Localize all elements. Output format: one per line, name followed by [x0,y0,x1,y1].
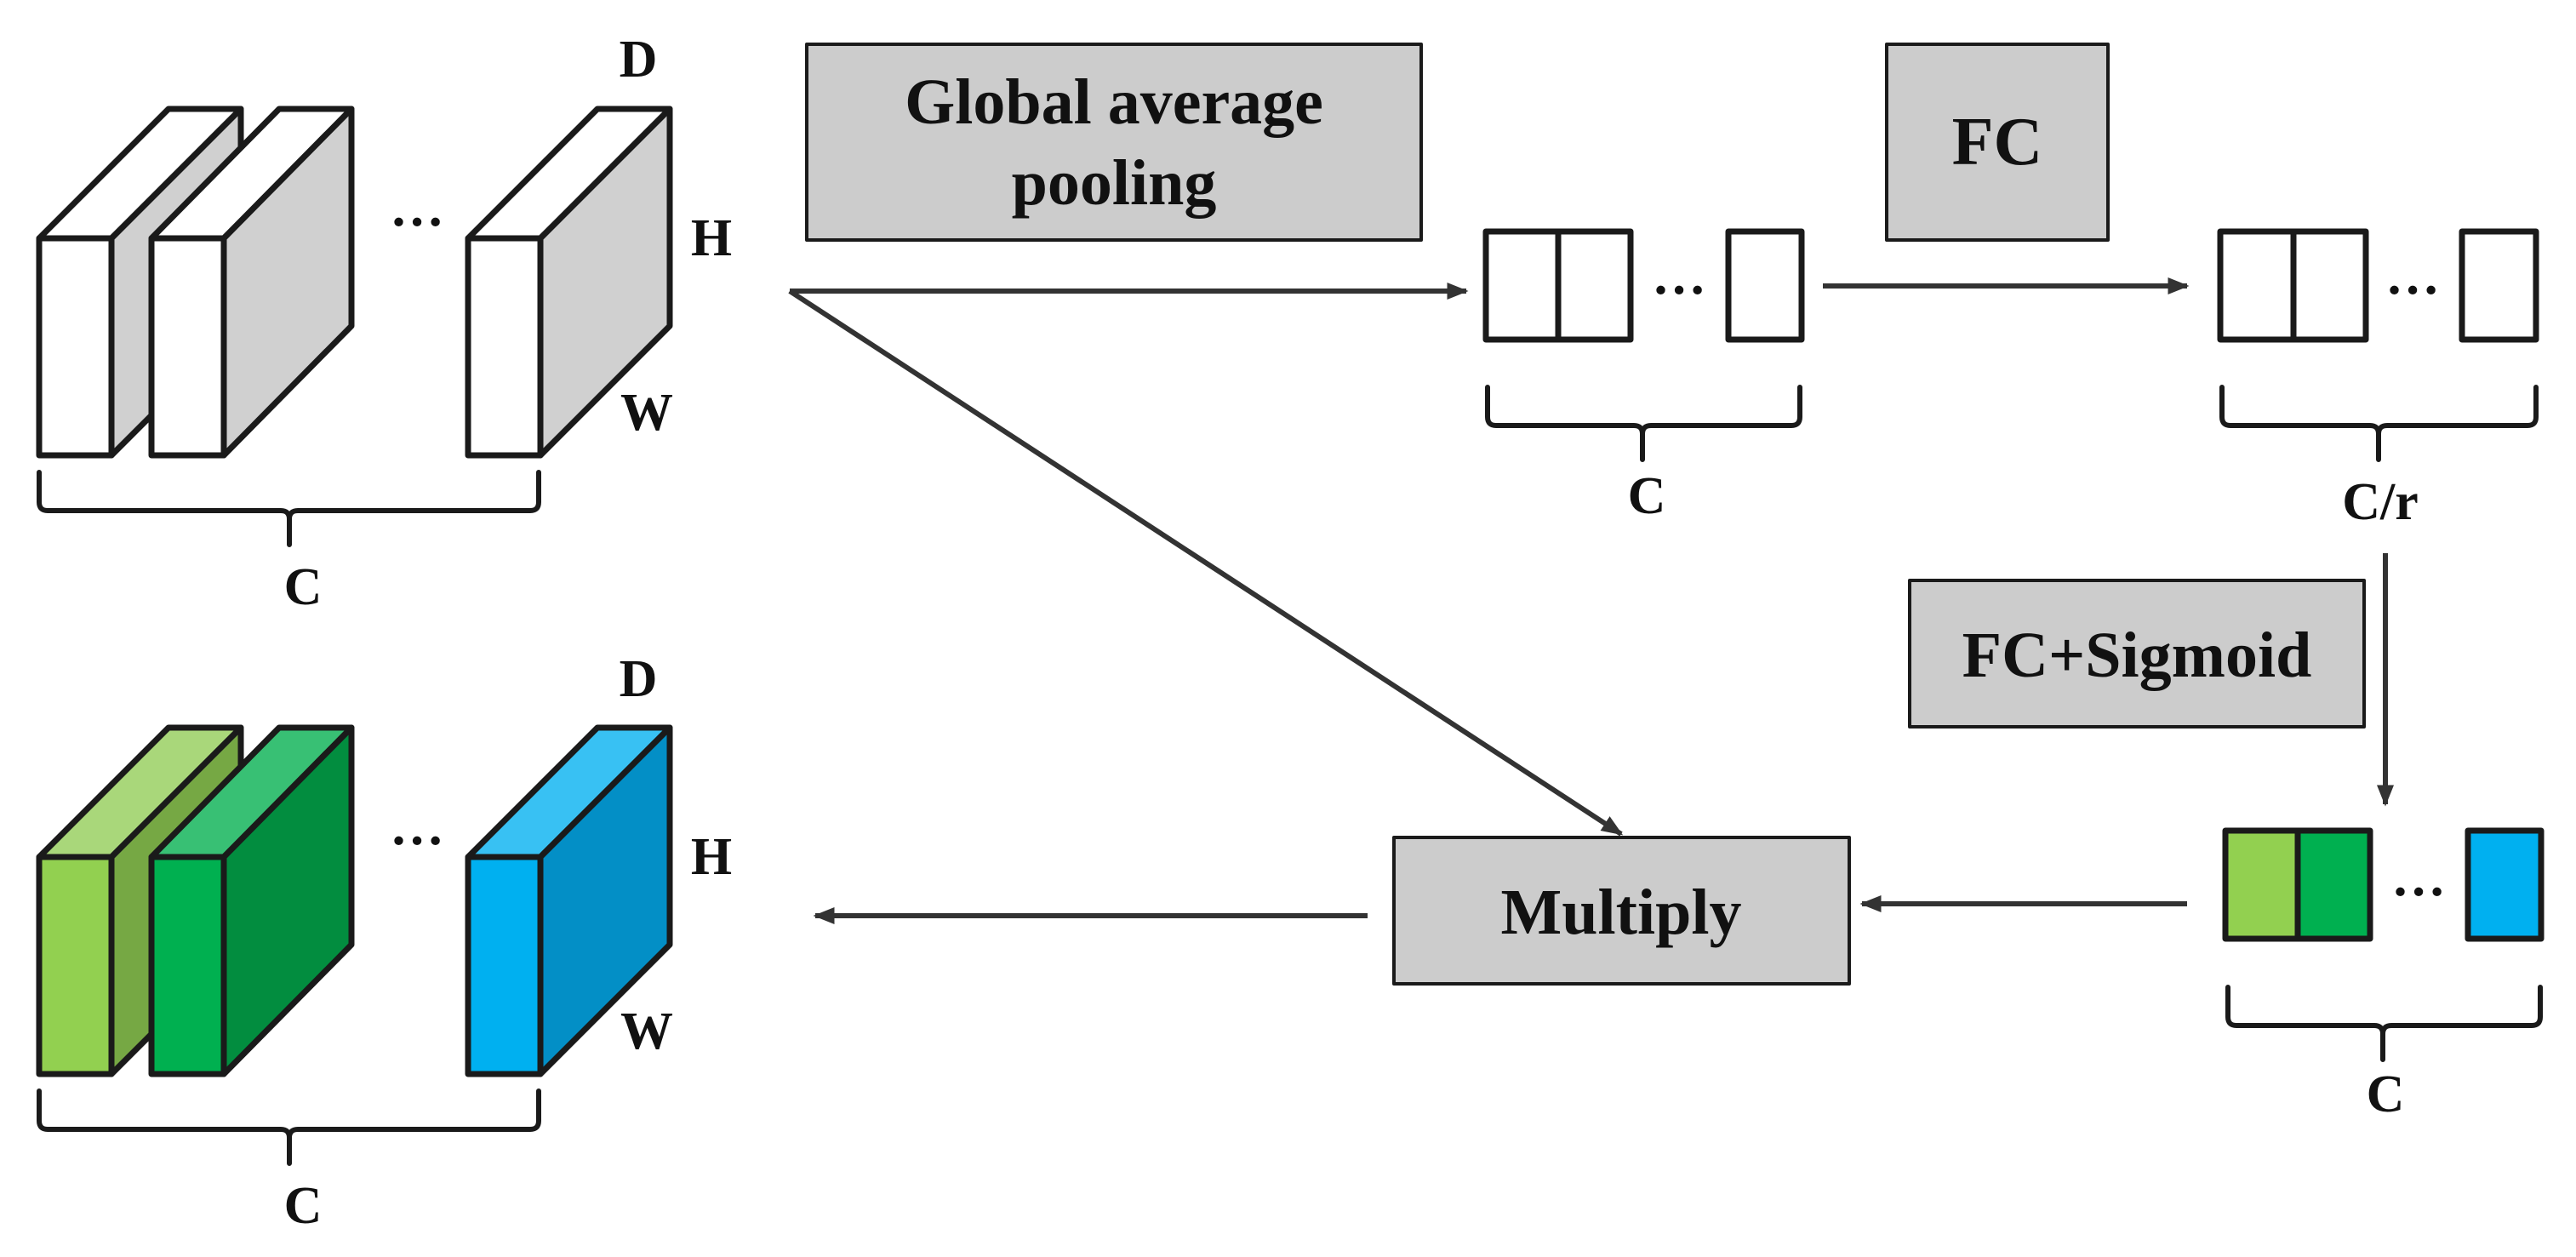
multiply-box: Multiply [1392,836,1851,986]
output-slab-n-front [465,854,544,1077]
reduced-vector-ellipsis: … [2385,245,2440,306]
input-ellipsis: … [390,177,444,237]
weights-vector-cell-n [2465,827,2545,942]
global-pooling-label-line1: Global average [905,66,1323,138]
output-dim-depth: D [620,650,658,708]
reduced-vector-cell-2 [2290,228,2369,343]
input-feature-map: … D H W C [36,31,732,616]
output-dim-height: H [691,828,732,886]
input-dim-depth: D [620,31,658,89]
fc-label: FC [1952,105,2043,180]
input-dim-height: H [691,209,732,267]
pooled-vector-brace [1485,385,1802,462]
channel-weights-vector: … C [2222,827,2545,1123]
pooled-vector-cell-n [1725,228,1805,343]
reduced-vector-cell-n [2459,228,2539,343]
reduced-vector: … C/r [2217,228,2539,531]
output-slab-2-front [148,854,227,1077]
fc-sigmoid-box: FC+Sigmoid [1908,579,2366,728]
pooled-vector-ellipsis: … [1652,245,1706,306]
input-channel-label: C [284,558,323,616]
fc-sigmoid-label: FC+Sigmoid [1962,620,2312,691]
global-pooling-box: Global average pooling [805,43,1423,242]
reduced-vector-label: C/r [2342,473,2419,531]
input-slab-n [465,106,673,459]
arrow-input-to-multiply [788,289,1624,837]
pooled-vector-cell-2 [1555,228,1634,343]
output-ellipsis: … [390,796,444,856]
input-dim-width: W [620,384,673,442]
input-slab-1-front [36,235,115,459]
weights-vector-brace [2225,985,2543,1062]
input-channel-brace [37,470,541,547]
output-slab-n [465,724,673,1077]
input-slab-n-front [465,235,544,459]
reduced-vector-cell-1 [2217,228,2297,343]
output-channel-label: C [284,1177,323,1235]
pooled-vector-label: C [1628,467,1666,525]
output-slab-2 [148,724,355,1077]
weights-vector-cell-2 [2294,827,2373,942]
pooled-vector-cell-1 [1482,228,1562,343]
weights-vector-ellipsis: … [2391,847,2446,907]
output-slab-1-front [36,854,115,1077]
multiply-label: Multiply [1501,877,1742,948]
pooled-vector: … C [1482,228,1805,525]
reduced-vector-brace [2219,385,2539,462]
input-slab-2-front [148,235,227,459]
output-feature-map: … D H W C [36,650,732,1235]
input-slab-2 [148,106,355,459]
weights-vector-label: C [2367,1066,2405,1123]
weights-vector-cell-1 [2222,827,2301,942]
output-dim-width: W [620,1003,673,1060]
fc-box: FC [1885,43,2110,242]
output-channel-brace [37,1088,541,1166]
global-pooling-label-line2: pooling [1012,147,1217,219]
